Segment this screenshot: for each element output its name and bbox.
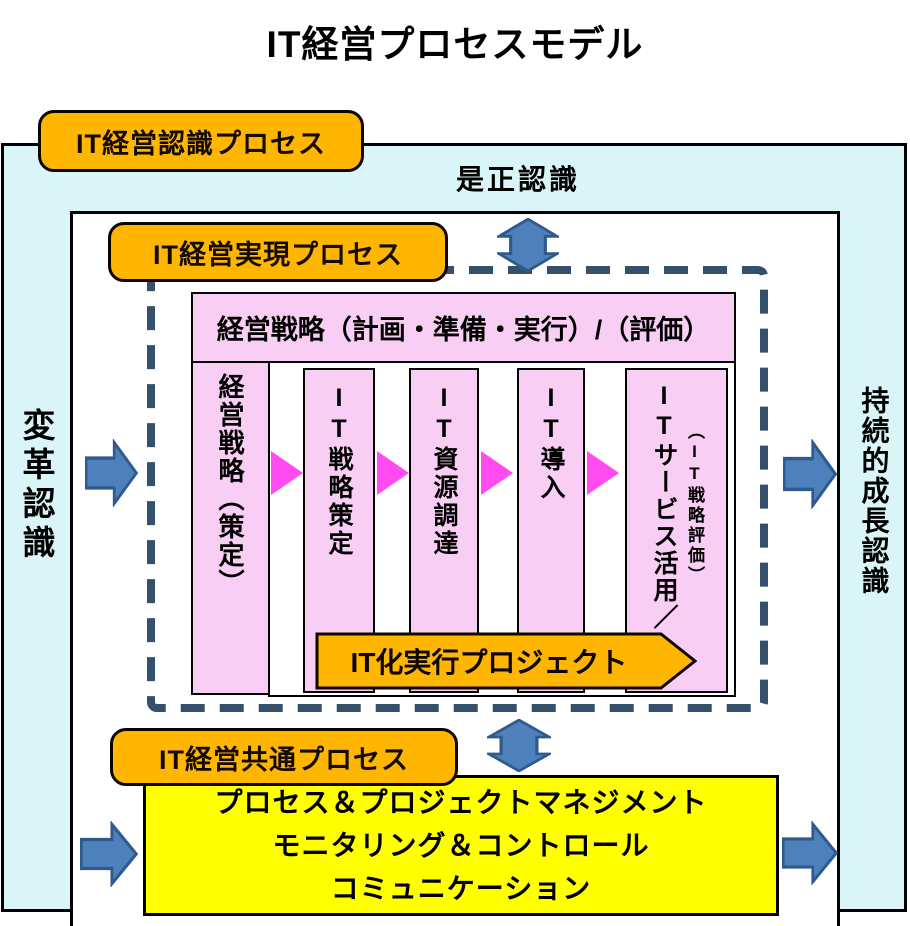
column-it-strategy-evaluation-label: ︵IT戦略評価︶ xyxy=(685,422,704,586)
common-process-label: IT経営共通プロセス xyxy=(110,728,458,786)
arrow-right-icon xyxy=(783,439,837,509)
page-title: IT経営プロセスモデル xyxy=(266,24,644,65)
strategy-dashed-frame xyxy=(145,264,775,716)
common-process-box: プロセス＆プロジェクトマネジメント モニタリング＆コントロール コミュニケーショ… xyxy=(143,775,779,916)
flow-arrow-icon xyxy=(587,451,619,495)
column-it-strategy-planning-label: IT戦略策定 xyxy=(325,384,353,558)
arrow-updown-icon xyxy=(487,719,551,772)
common-process-line-3: コミュニケーション xyxy=(330,873,592,904)
column-management-strategy-label: 経営戦略︵策定︶ xyxy=(215,373,245,597)
arrow-right-icon xyxy=(85,439,138,507)
flow-arrow-icon xyxy=(271,451,303,495)
column-it-resource-procurement-label: IT資源調達 xyxy=(430,384,458,558)
dashed-border-icon xyxy=(147,266,768,712)
column-it-service-utilization: ITサービス活用／ ︵IT戦略評価︶ xyxy=(625,368,728,693)
column-it-introduction-label: IT導入 xyxy=(537,384,565,502)
sustainable-growth-recognition-text: 持続的成長認識 xyxy=(840,386,907,611)
correction-recognition-text: 是正認識 xyxy=(455,164,580,195)
it-execution-project-banner xyxy=(315,632,699,690)
change-recognition-label: 変革認識 xyxy=(18,408,55,564)
realization-process-label: IT経営実現プロセス xyxy=(108,222,448,282)
sustainable-growth-recognition-label: 持続的成長認識 xyxy=(858,386,890,596)
flow-arrow-icon xyxy=(481,451,513,495)
recognition-process-label: IT経営認識プロセス xyxy=(38,110,364,172)
it-execution-project-label: IT化実行プロジェクト xyxy=(350,647,628,678)
arrow-right-icon xyxy=(782,821,838,885)
common-process-line-1: プロセス＆プロジェクトマネジメント xyxy=(214,787,708,818)
management-strategy-header: 経営戦略（計画・準備・実行）/（評価） xyxy=(191,292,736,363)
banner-pentagon-icon xyxy=(315,632,698,690)
flow-arrow-icon xyxy=(377,451,409,495)
common-process-line-2: モニタリング＆コントロール xyxy=(272,830,650,861)
column-it-service-utilization-label: ITサービス活用／ xyxy=(650,382,678,631)
column-management-strategy: 経営戦略︵策定︶ xyxy=(191,361,270,695)
change-recognition-text: 変革認識 xyxy=(2,408,70,588)
arrow-right-icon xyxy=(80,821,138,887)
arrow-updown-icon xyxy=(497,218,559,272)
